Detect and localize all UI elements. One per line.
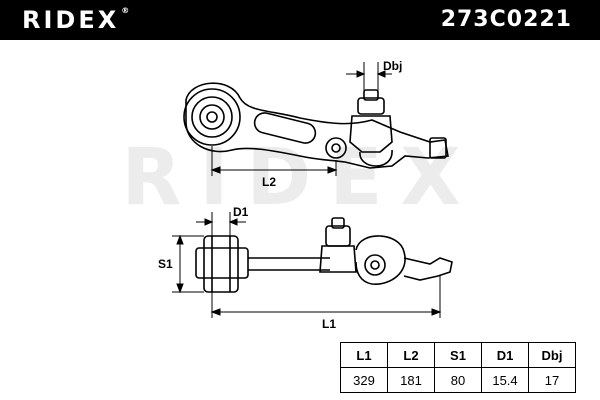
brand-logo: RIDEX® [22, 6, 130, 34]
watermark-text: RIDEX [121, 133, 478, 223]
s1-label: S1 [158, 257, 173, 271]
spec-value: 17 [528, 367, 576, 393]
header-bar: RIDEX® 273C0221 [0, 0, 600, 40]
spec-header-row: L1 L2 S1 D1 Dbj [340, 342, 576, 368]
spec-value-row: 329 181 80 15.4 17 [340, 367, 576, 393]
control-arm-side-view [195, 217, 453, 293]
spec-value: 80 [434, 367, 482, 393]
dimension-d1 [196, 212, 246, 236]
technical-drawing: RIDEX Dbj L2 [121, 59, 478, 331]
control-arm-top-view [183, 82, 449, 169]
dimension-dbj [346, 62, 392, 92]
spec-table: L1 L2 S1 D1 Dbj 329 181 80 15.4 17 [340, 342, 576, 393]
spec-value: 15.4 [481, 367, 529, 393]
l2-label: L2 [262, 175, 276, 189]
dbj-label: Dbj [383, 59, 402, 73]
spec-header: Dbj [528, 342, 576, 368]
spec-value: 181 [387, 367, 435, 393]
spec-value: 329 [340, 367, 388, 393]
part-number: 273C0221 [440, 7, 572, 32]
spec-header: L2 [387, 342, 435, 368]
d1-label: D1 [233, 205, 249, 219]
spec-header: S1 [434, 342, 482, 368]
l1-label: L1 [322, 317, 336, 331]
dimension-s1 [172, 234, 204, 294]
spec-header: L1 [340, 342, 388, 368]
spec-header: D1 [481, 342, 529, 368]
dimension-l1 [210, 276, 442, 318]
dimension-l2 [210, 146, 338, 176]
